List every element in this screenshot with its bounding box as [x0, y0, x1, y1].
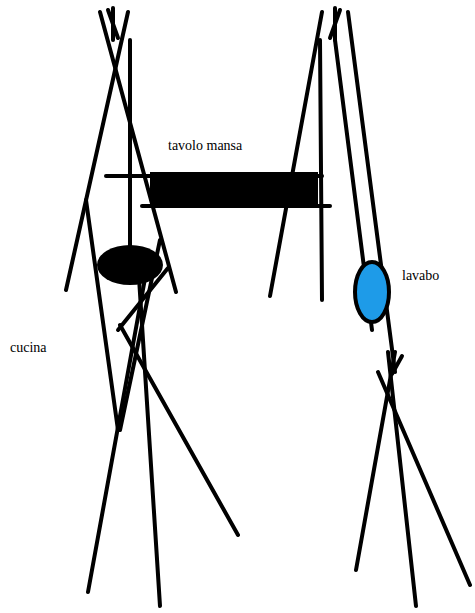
stove	[97, 245, 163, 285]
sink-label: lavabo	[402, 268, 439, 285]
sink	[355, 262, 389, 322]
table-label: tavolo mansa	[168, 138, 242, 155]
kitchen-label: cucina	[10, 340, 47, 357]
table	[150, 172, 318, 208]
